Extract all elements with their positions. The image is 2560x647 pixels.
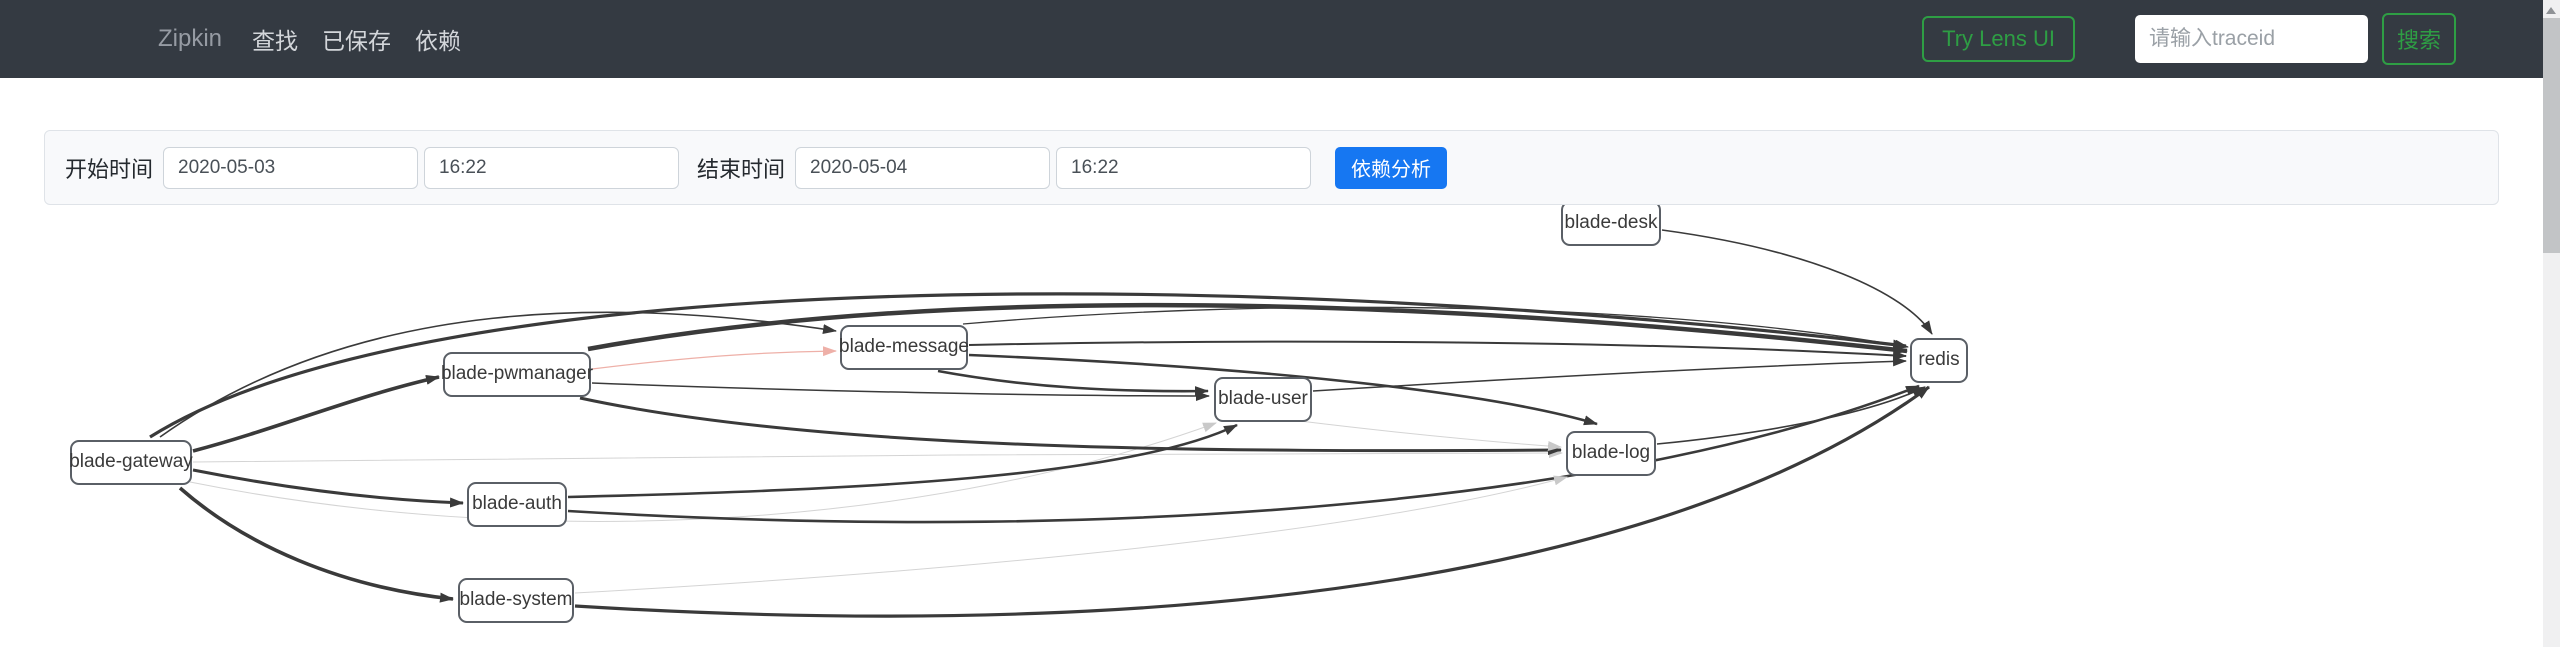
graph-node-blade-pwmanager[interactable]: blade-pwmanager — [441, 351, 593, 397]
dependency-analyze-button[interactable]: 依赖分析 — [1335, 146, 1448, 189]
try-lens-ui-button[interactable]: Try Lens UI — [1922, 16, 2075, 62]
edge-blade-desk-redis — [1661, 229, 1933, 335]
traceid-input[interactable] — [2134, 15, 2368, 63]
edge-blade-auth-blade-user — [567, 423, 1238, 499]
edge-blade-auth-redis — [567, 384, 1920, 524]
top-nav: Zipkin 查找 已保存 依赖 Try Lens UI 搜索 — [0, 0, 2543, 78]
graph-node-blade-message[interactable]: blade-message — [839, 324, 969, 370]
edge-blade-gateway-blade-system — [178, 486, 454, 603]
graph-node-blade-auth[interactable]: blade-auth — [467, 481, 567, 527]
edge-blade-user-blade-log — [1299, 420, 1562, 452]
nav-item-saved[interactable]: 已保存 — [322, 28, 392, 54]
start-date-input[interactable] — [163, 146, 419, 189]
end-date-input[interactable] — [795, 146, 1051, 189]
scrollbar-up-arrow-icon[interactable] — [2546, 7, 2556, 14]
graph-node-redis[interactable]: redis — [1910, 337, 1968, 383]
edge-blade-gateway-blade-pwmanager — [192, 374, 440, 453]
edge-blade-gateway-blade-user — [189, 422, 1217, 522]
brand-zipkin[interactable]: Zipkin — [158, 25, 223, 52]
edge-blade-gateway-redis — [149, 292, 1907, 439]
time-filter-panel: 开始时间 结束时间 依赖分析 — [44, 130, 2499, 205]
edge-blade-pwmanager-blade-user — [591, 382, 1210, 401]
start-time-label: 开始时间 — [65, 156, 154, 182]
edge-blade-message-redis — [968, 340, 1907, 361]
nav-right-group: Try Lens UI 搜索 — [1922, 13, 2456, 65]
edge-blade-log-redis — [1656, 386, 1926, 445]
start-time-input[interactable] — [424, 146, 680, 189]
end-time-label: 结束时间 — [697, 156, 786, 182]
graph-node-blade-system[interactable]: blade-system — [458, 577, 574, 623]
edge-blade-system-redis — [574, 385, 1930, 618]
edge-blade-message-blade-log — [968, 353, 1598, 426]
graph-node-blade-gateway[interactable]: blade-gateway — [69, 439, 193, 485]
search-button[interactable]: 搜索 — [2381, 13, 2456, 65]
edge-blade-message-redis — [962, 306, 1909, 350]
edge-blade-system-blade-log — [574, 475, 1568, 594]
graph-node-blade-user[interactable]: blade-user — [1214, 376, 1312, 422]
nav-item-find[interactable]: 查找 — [252, 28, 299, 54]
edge-blade-user-redis — [1312, 356, 1907, 392]
edge-blade-gateway-blade-log — [192, 447, 1563, 463]
vertical-scrollbar[interactable] — [2543, 0, 2560, 647]
scrollbar-thumb[interactable] — [2543, 18, 2560, 253]
end-time-input[interactable] — [1056, 146, 1312, 189]
graph-node-blade-desk[interactable]: blade-desk — [1561, 200, 1661, 246]
edge-blade-pwmanager-blade-message — [591, 346, 837, 370]
edge-blade-pwmanager-blade-log — [579, 396, 1562, 456]
edge-blade-message-blade-user — [937, 369, 1209, 397]
edge-blade-gateway-blade-auth — [192, 468, 464, 508]
graph-node-blade-log[interactable]: blade-log — [1566, 430, 1656, 476]
edge-blade-pwmanager-redis — [587, 302, 1908, 355]
nav-item-dependencies[interactable]: 依赖 — [415, 28, 462, 54]
edge-blade-gateway-blade-message — [159, 311, 837, 438]
